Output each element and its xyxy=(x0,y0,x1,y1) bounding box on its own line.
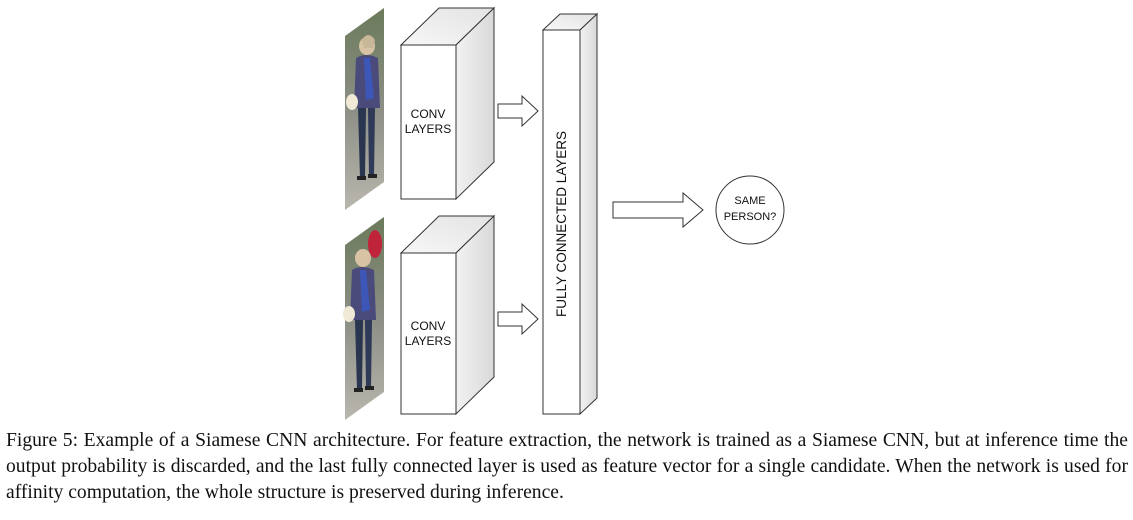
conv-label-bottom-line2: LAYERS xyxy=(405,334,451,348)
conv-layers-block-bottom: CONV LAYERS xyxy=(399,214,496,416)
siamese-cnn-diagram: CONV LAYERS CONV LAYERS FULLY CONNECTED … xyxy=(343,6,785,420)
arrow-right-icon xyxy=(497,94,539,128)
fc-label: FULLY CONNECTED LAYERS xyxy=(554,131,569,317)
output-label-line1: SAME xyxy=(734,195,765,207)
same-person-output: SAME PERSON? xyxy=(715,175,785,245)
conv-label-bottom-line1: CONV xyxy=(411,319,446,333)
conv-label-top-line2: LAYERS xyxy=(405,122,451,136)
pedestrian-image-top xyxy=(345,8,384,210)
pedestrian-image-bottom xyxy=(343,217,384,420)
output-label-line2: PERSON? xyxy=(724,211,777,223)
figure-caption: Figure 5: Example of a Siamese CNN archi… xyxy=(6,430,1128,503)
fully-connected-block: FULLY CONNECTED LAYERS xyxy=(541,12,599,416)
arrow-right-icon xyxy=(497,302,539,336)
conv-label-top-line1: CONV xyxy=(411,107,446,121)
arrow-right-icon xyxy=(612,191,704,229)
conv-layers-block-top: CONV LAYERS xyxy=(399,6,496,201)
